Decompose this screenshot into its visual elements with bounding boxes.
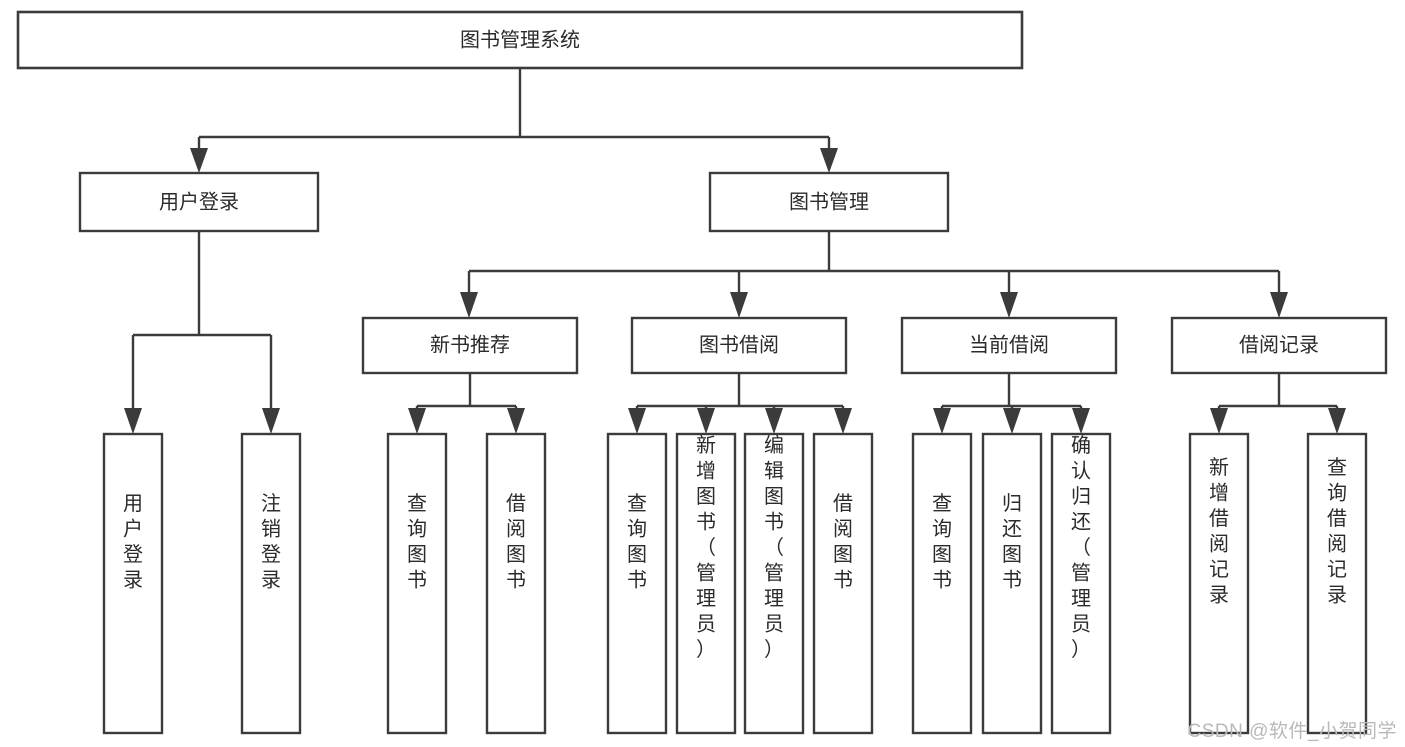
node-leaf-query-record[interactable]: 查询借阅记录 (1306, 432, 1368, 735)
arrow-head-leaf-add-record (1210, 408, 1228, 434)
node-leaf-add-book-box[interactable] (675, 432, 737, 735)
node-leaf-confirm-return[interactable]: 确认归还（管理员） (1050, 432, 1112, 735)
node-leaf-logout[interactable]: 注销登录 (240, 432, 302, 735)
arrow-head-leaf-borrow-book-2 (834, 408, 852, 434)
arrow-head-borrow-record (1270, 292, 1288, 318)
node-leaf-return-book-box[interactable] (981, 432, 1043, 735)
node-user-login-group-label: 用户登录 (159, 190, 239, 213)
arrow-head-leaf-query-book-1 (408, 408, 426, 434)
node-leaf-user-login-box[interactable] (102, 432, 164, 735)
node-new-book-rec-box[interactable] (361, 316, 579, 375)
node-book-manage-box[interactable] (708, 171, 950, 233)
node-borrow-record-label: 借阅记录 (1239, 333, 1319, 356)
node-leaf-add-record-label: 新增借阅记录 (1209, 456, 1229, 607)
node-current-borrow-box[interactable] (900, 316, 1118, 375)
node-book-borrow-box[interactable] (630, 316, 848, 375)
node-root[interactable]: 图书管理系统 (16, 10, 1024, 70)
node-leaf-add-record-box[interactable] (1188, 432, 1250, 735)
arrow-head-new-book-rec (460, 292, 478, 318)
node-leaf-borrow-book-1-label: 借阅图书 (506, 492, 526, 592)
node-leaf-add-record[interactable]: 新增借阅记录 (1188, 432, 1250, 735)
node-leaf-borrow-book-2[interactable]: 借阅图书 (812, 432, 874, 735)
node-leaf-query-record-label: 查询借阅记录 (1327, 456, 1347, 607)
node-leaf-borrow-book-2-label: 借阅图书 (833, 492, 853, 592)
node-new-book-rec[interactable]: 新书推荐 (361, 316, 579, 375)
node-root-label: 图书管理系统 (460, 28, 580, 51)
arrow-head-current-borrow (1000, 292, 1018, 318)
node-leaf-query-book-3-box[interactable] (911, 432, 973, 735)
node-book-manage-label: 图书管理 (789, 190, 869, 213)
arrow-head-leaf-logout (262, 408, 280, 434)
node-new-book-rec-label: 新书推荐 (430, 333, 510, 356)
node-borrow-record-box[interactable] (1170, 316, 1388, 375)
node-leaf-edit-book-box[interactable] (743, 432, 805, 735)
arrow-head-user-login (190, 148, 208, 173)
node-leaf-return-book[interactable]: 归还图书 (981, 432, 1043, 735)
csdn-watermark: CSDN @软件_小贺同学 (1187, 721, 1397, 742)
connector-layer (124, 68, 1346, 434)
node-leaf-add-book-label: 新增图书（管理员） (696, 434, 716, 661)
node-leaf-query-book-3-label: 查询图书 (932, 492, 952, 592)
node-leaf-query-book-2[interactable]: 查询图书 (606, 432, 668, 735)
node-leaf-query-book-1[interactable]: 查询图书 (386, 432, 448, 735)
arrow-head-leaf-query-record (1328, 408, 1346, 434)
node-leaf-user-login-label: 用户登录 (123, 493, 143, 592)
node-leaf-confirm-return-box[interactable] (1050, 432, 1112, 735)
arrow-head-leaf-user-login (124, 408, 142, 434)
node-book-manage[interactable]: 图书管理 (708, 171, 950, 233)
node-leaf-query-book-2-label: 查询图书 (627, 492, 647, 592)
node-leaf-return-book-label: 归还图书 (1002, 492, 1022, 592)
node-leaf-borrow-book-1-box[interactable] (485, 432, 547, 735)
node-leaf-query-book-1-box[interactable] (386, 432, 448, 735)
node-leaf-edit-book-label: 编辑图书（管理员） (764, 434, 784, 661)
node-current-borrow-label: 当前借阅 (969, 333, 1049, 356)
node-leaf-query-book-1-label: 查询图书 (407, 492, 427, 592)
arrow-head-leaf-borrow-book-1 (507, 408, 525, 434)
node-leaf-borrow-book-1[interactable]: 借阅图书 (485, 432, 547, 735)
node-user-login-group-box[interactable] (78, 171, 320, 233)
node-leaf-borrow-book-2-box[interactable] (812, 432, 874, 735)
arrow-head-book-borrow (730, 292, 748, 318)
arrow-head-leaf-query-book-3 (933, 408, 951, 434)
node-leaf-add-book[interactable]: 新增图书（管理员） (675, 432, 737, 735)
node-leaf-query-book-2-box[interactable] (606, 432, 668, 735)
node-current-borrow[interactable]: 当前借阅 (900, 316, 1118, 375)
arrow-head-leaf-confirm-return (1072, 408, 1090, 434)
node-leaf-logout-box[interactable] (240, 432, 302, 735)
arrow-head-book-manage (820, 148, 838, 173)
node-leaf-edit-book[interactable]: 编辑图书（管理员） (743, 432, 805, 735)
node-user-login-group[interactable]: 用户登录 (78, 171, 320, 233)
node-leaf-query-record-box[interactable] (1306, 432, 1368, 735)
arrow-head-leaf-return-book (1003, 408, 1021, 434)
arrow-head-leaf-add-book (697, 408, 715, 434)
node-book-borrow-label: 图书借阅 (699, 333, 779, 356)
arrow-head-leaf-query-book-2 (628, 408, 646, 434)
node-root-box[interactable] (16, 10, 1024, 70)
node-book-borrow[interactable]: 图书借阅 (630, 316, 848, 375)
node-leaf-query-book-3[interactable]: 查询图书 (911, 432, 973, 735)
node-leaf-confirm-return-label: 确认归还（管理员） (1071, 434, 1091, 661)
node-leaf-logout-label: 注销登录 (261, 492, 281, 592)
arrow-head-leaf-edit-book (765, 408, 783, 434)
node-leaf-user-login[interactable]: 用户登录 (102, 432, 164, 735)
node-borrow-record[interactable]: 借阅记录 (1170, 316, 1388, 375)
